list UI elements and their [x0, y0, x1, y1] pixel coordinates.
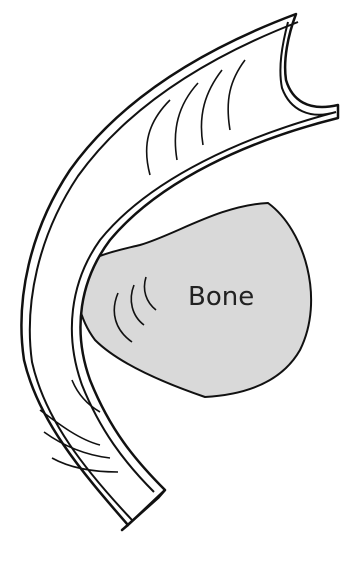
- bone-label: Bone: [188, 282, 254, 312]
